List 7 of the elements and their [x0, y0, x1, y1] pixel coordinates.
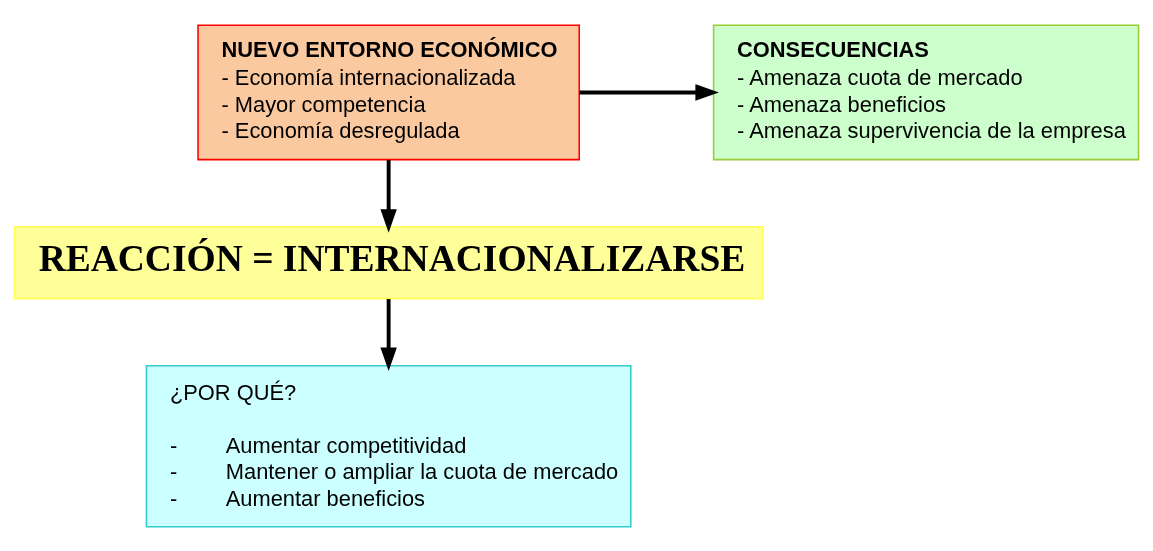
arrow: [579, 83, 719, 101]
node-box: CONSECUENCIAS - Amenaza cuota de mercado - Amenaza beneficios - Amenaza supervivencia de la empresa: [712, 23, 1140, 160]
arrow: [380, 159, 397, 233]
node-box: ¿POR QUÉ? - Aumentar competitividad - Mantener o ampliar la cuota de mercado - Aumentar beneficios: [145, 364, 632, 528]
node-box: NUEVO ENTORNO ECONÓMICO - Economía internacionalizada - Mayor competencia - Economía desregulada: [197, 23, 580, 160]
arrow: [380, 298, 397, 371]
node-box: REACCIÓN = INTERNACIONALIZARSE: [13, 225, 764, 299]
